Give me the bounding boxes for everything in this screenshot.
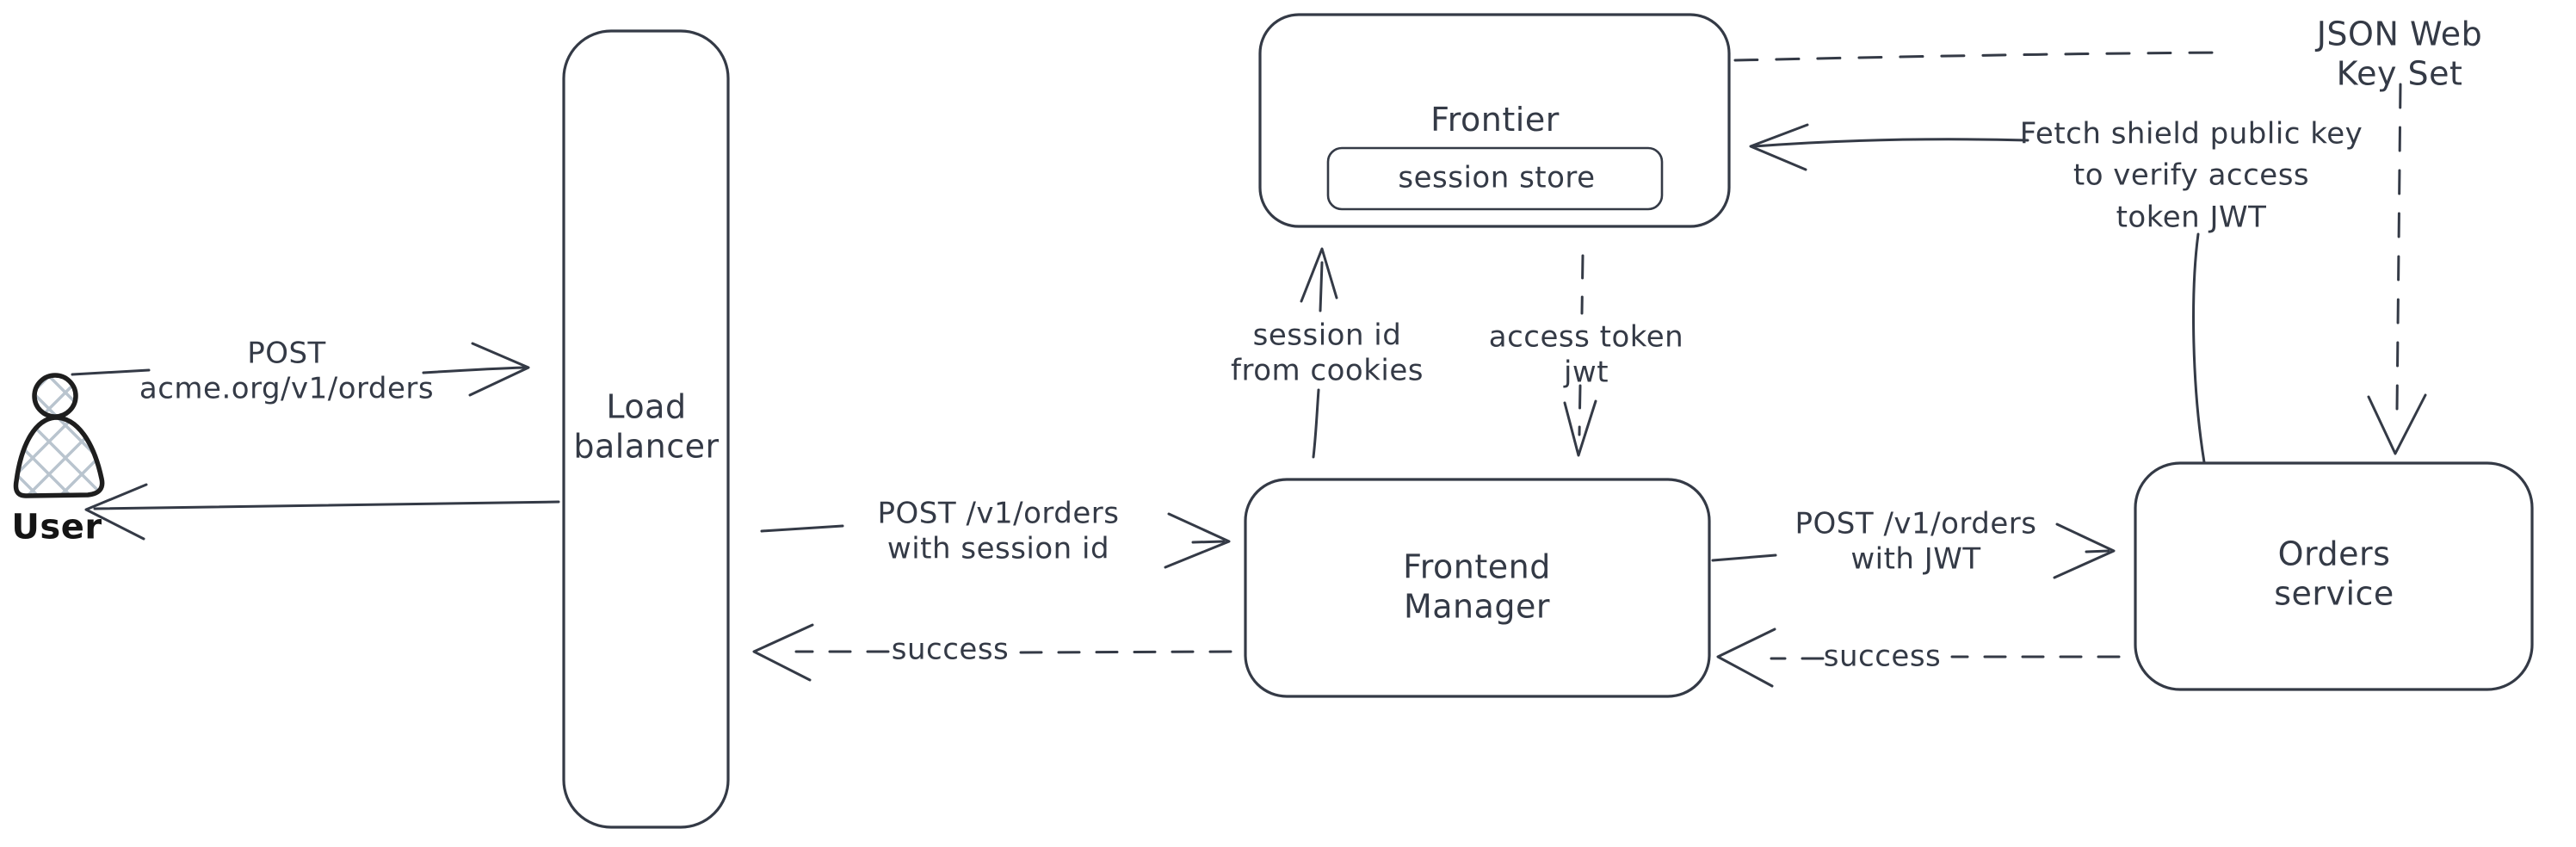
edge-label-session-id-cookies: session id from cookies [1231, 318, 1424, 388]
session-store-box [1326, 146, 1664, 211]
session-store-label: session store [1398, 160, 1596, 195]
frontier-box [1258, 13, 1731, 228]
arrow-fm-to-frontier [1300, 247, 1338, 459]
arrow-orders-to-fm-success [1716, 628, 2121, 688]
load-balancer-box [562, 29, 730, 829]
arrow-fm-to-orders [1711, 522, 2116, 579]
edge-label-fetch-shield-key: Fetch shield public key to verify access… [2019, 116, 2363, 235]
orders-service-box [2134, 461, 2534, 691]
user-icon [13, 373, 105, 498]
edge-label-json-web-key-set: JSON Web Key Set [2316, 15, 2483, 93]
frontend-manager-label: Frontend Manager [1403, 547, 1551, 626]
load-balancer-label: Load balancer [573, 387, 720, 466]
arrow-jwks-to-orders [2367, 83, 2427, 455]
arrow-fm-to-lb-success [752, 623, 1232, 682]
frontend-manager-box [1244, 478, 1711, 698]
arrow-lb-to-fm [760, 512, 1231, 569]
user-label: User [11, 507, 102, 547]
orders-service-label: Orders service [2274, 535, 2394, 613]
edge-label-post-jwt: POST /v1/orders with JWT [1795, 506, 2037, 577]
arrow-lb-to-user [84, 483, 560, 541]
arrow-orders-to-frontier [1749, 123, 2206, 464]
edge-label-access-token-jwt: access token jwt [1488, 319, 1684, 390]
edge-label-post-session-id: POST /v1/orders with session id [877, 496, 1120, 566]
edge-label-success-lb: success [891, 632, 1010, 667]
frontier-label: Frontier [1430, 100, 1560, 139]
dashed-line-jwks-to-frontier [1733, 51, 2231, 62]
arrow-frontier-to-fm [1563, 254, 1597, 457]
arrow-user-to-lb [71, 342, 530, 397]
edge-label-success-orders: success [1823, 639, 1942, 674]
edge-label-post-acme: POST acme.org/v1/orders [139, 336, 435, 406]
